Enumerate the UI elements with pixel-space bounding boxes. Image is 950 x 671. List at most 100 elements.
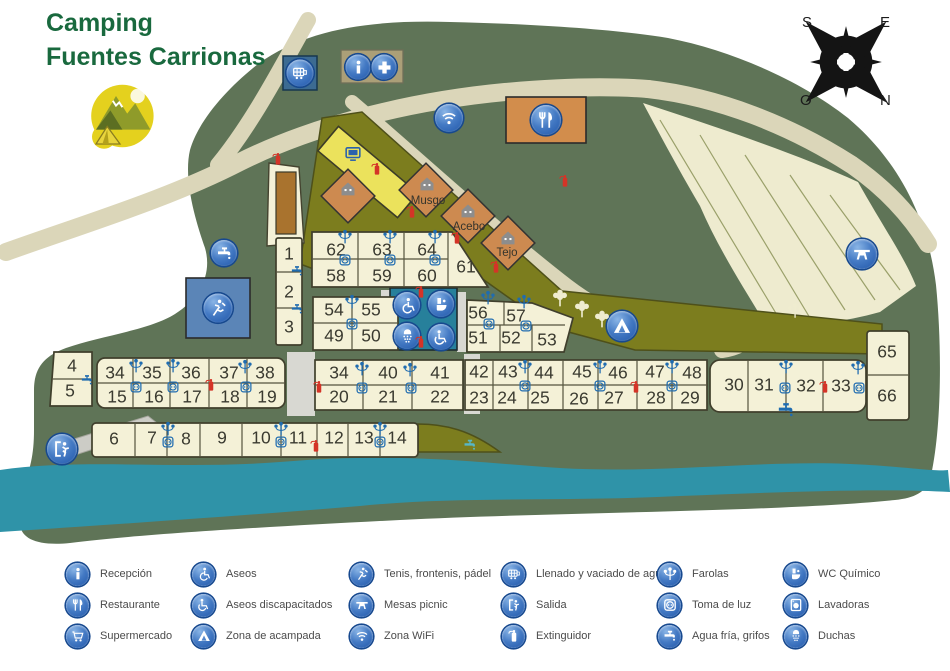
plot-number: 44 — [534, 362, 554, 383]
plot-number: 15 — [107, 386, 127, 407]
plot-number: 41 — [430, 362, 450, 383]
plot-number: 38 — [255, 362, 275, 383]
plot-number: 22 — [430, 386, 450, 407]
plot-number: 47 — [645, 361, 665, 382]
extinguisher-icon — [308, 438, 324, 454]
plot-number: 37 — [219, 362, 239, 383]
restaurant-icon — [66, 593, 89, 617]
extinguisher-icon — [203, 377, 219, 393]
lamp-icon — [237, 359, 254, 376]
plot-number: 11 — [288, 427, 308, 448]
house-icon — [339, 180, 358, 199]
plot-number: 21 — [378, 386, 398, 407]
tree-icon — [549, 288, 571, 310]
plot-number: 43 — [498, 361, 518, 382]
extinguisher-icon — [311, 379, 327, 395]
lamp-icon — [850, 360, 867, 377]
legend-item: Aseos — [192, 562, 332, 586]
legend-label: Aseos discapacitados — [226, 599, 333, 611]
legend-item: Tenis, frontenis, pádel — [350, 562, 491, 586]
extinguisher-icon — [628, 379, 644, 395]
bungalow-label: Musgo — [410, 195, 446, 207]
extinguisher-icon — [488, 259, 504, 275]
outlet-icon — [166, 380, 181, 395]
wifi-icon — [435, 104, 463, 132]
compass-rose: S E O N — [788, 6, 904, 118]
plot-number: 8 — [181, 428, 191, 449]
outlet-icon — [345, 317, 360, 332]
house-icon — [418, 175, 437, 194]
legend-item: Aseos discapacitados — [192, 593, 332, 617]
legend-label: Restaurante — [100, 599, 160, 611]
outlet-icon — [852, 381, 867, 396]
lamp-icon — [165, 358, 182, 375]
house-icon — [459, 202, 478, 221]
plot-number: 14 — [387, 427, 407, 448]
plot-number: 27 — [604, 387, 624, 408]
plot-number: 46 — [608, 362, 628, 383]
plot-number: 34 — [329, 362, 349, 383]
plot-number: 34 — [105, 362, 125, 383]
plot-number: 64 — [417, 239, 437, 260]
plot-number: 42 — [469, 361, 489, 382]
water-tap-icon — [80, 373, 95, 388]
chemical-wc-icon — [428, 291, 454, 317]
lamp-icon — [778, 359, 795, 376]
legend-label: Mesas picnic — [384, 599, 448, 611]
outlet-icon — [355, 381, 370, 396]
plot-number: 20 — [329, 386, 349, 407]
plot-number: 55 — [361, 299, 381, 320]
plot-number: 9 — [217, 427, 227, 448]
water-tap-icon — [776, 400, 797, 421]
tent-icon — [192, 624, 215, 648]
outlet-icon — [519, 319, 534, 334]
plot-number: 1 — [284, 243, 294, 264]
plot-number: 56 — [468, 302, 488, 323]
tennis-icon — [203, 293, 233, 323]
plot-number: 53 — [537, 329, 557, 350]
legend-item: Supermercado — [66, 624, 172, 648]
exit-icon — [47, 434, 77, 464]
outlet-icon — [161, 435, 176, 450]
bungalow-label: Tejo — [496, 247, 518, 259]
legend-item: Mesas picnic — [350, 593, 491, 617]
water-tap-icon — [462, 437, 478, 453]
wheelchair-icon — [192, 562, 215, 586]
legend-item: Zona de acampada — [192, 624, 332, 648]
plot-number: 12 — [324, 427, 344, 448]
extinguisher-icon — [369, 161, 385, 177]
legend-label: Aseos — [226, 568, 257, 580]
cart-icon — [66, 624, 89, 648]
lamp-icon — [354, 361, 371, 378]
legend-item: WC Químico — [784, 562, 880, 586]
plot-number: 35 — [142, 362, 162, 383]
first-aid-icon — [371, 54, 397, 80]
outlet-icon — [404, 381, 419, 396]
legend-label: Toma de luz — [692, 599, 752, 611]
plot-number: 7 — [147, 427, 157, 448]
outlet-icon — [338, 253, 353, 268]
plot-number: 49 — [324, 325, 344, 346]
legend-label: Agua fría, grifos — [692, 630, 770, 642]
plot-number: 23 — [469, 387, 489, 408]
picnic-table-icon — [350, 593, 373, 617]
plot-number: 19 — [257, 386, 277, 407]
plot-number: 36 — [181, 362, 201, 383]
title-line2: Fuentes Carrionas — [46, 43, 266, 71]
legend-label: Zona WiFi — [384, 630, 435, 642]
legend-item: Recepción — [66, 562, 172, 586]
water-tap-icon — [290, 264, 305, 279]
plot-number: 33 — [831, 375, 851, 396]
lamp-icon — [402, 362, 419, 379]
outlet-icon — [428, 253, 443, 268]
plot-number: 32 — [796, 375, 816, 396]
outlet-icon — [665, 379, 680, 394]
tap-icon — [658, 624, 681, 648]
lamp-icon — [516, 294, 533, 311]
legend-item: Zona WiFi — [350, 624, 491, 648]
legend-label: Tenis, frontenis, pádel — [384, 568, 492, 580]
